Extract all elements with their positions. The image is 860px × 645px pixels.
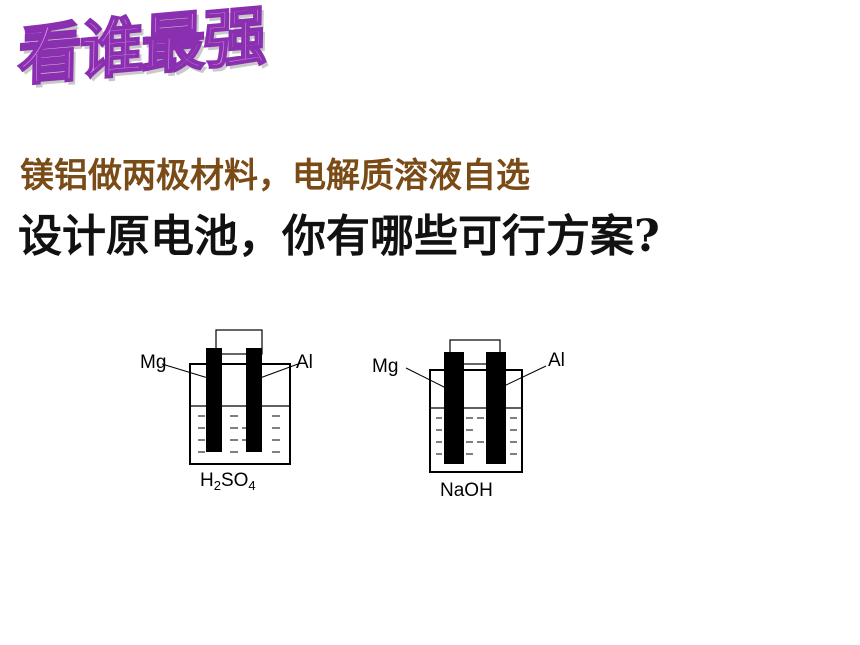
task-question: 设计原电池，你有哪些可行方案? — [18, 211, 660, 262]
al-electrode — [486, 352, 506, 464]
al-label: Al — [548, 350, 565, 371]
al-electrode — [246, 348, 262, 452]
al-label: Al — [296, 352, 313, 373]
solution-dashes — [436, 417, 517, 455]
beaker — [429, 369, 523, 473]
solution-dashes — [198, 415, 280, 453]
wire — [215, 329, 263, 355]
electrolyte-label: NaOH — [440, 480, 493, 501]
mg-label: Mg — [140, 352, 167, 373]
mg-electrode — [206, 348, 222, 452]
cell-diagram-2 — [405, 339, 547, 473]
mg-label: Mg — [372, 356, 399, 377]
task-statement: 镁铝做两极材料，电解质溶液自选 — [20, 156, 530, 196]
galvanic-cell-h2so4: Mg Al H2SO4 — [140, 320, 330, 493]
beaker — [189, 363, 291, 465]
mg-leader-line — [405, 367, 447, 389]
slide-title: 看谁最强 — [16, 0, 266, 96]
electrolyte-label: H2SO4 — [200, 470, 256, 493]
mg-leader-line — [161, 363, 209, 379]
galvanic-cell-naoh: Mg Al NaOH — [372, 330, 565, 501]
al-leader-line — [259, 363, 299, 379]
cell-diagram-1 — [161, 329, 299, 465]
mg-electrode — [444, 352, 464, 464]
al-leader-line — [503, 365, 547, 387]
